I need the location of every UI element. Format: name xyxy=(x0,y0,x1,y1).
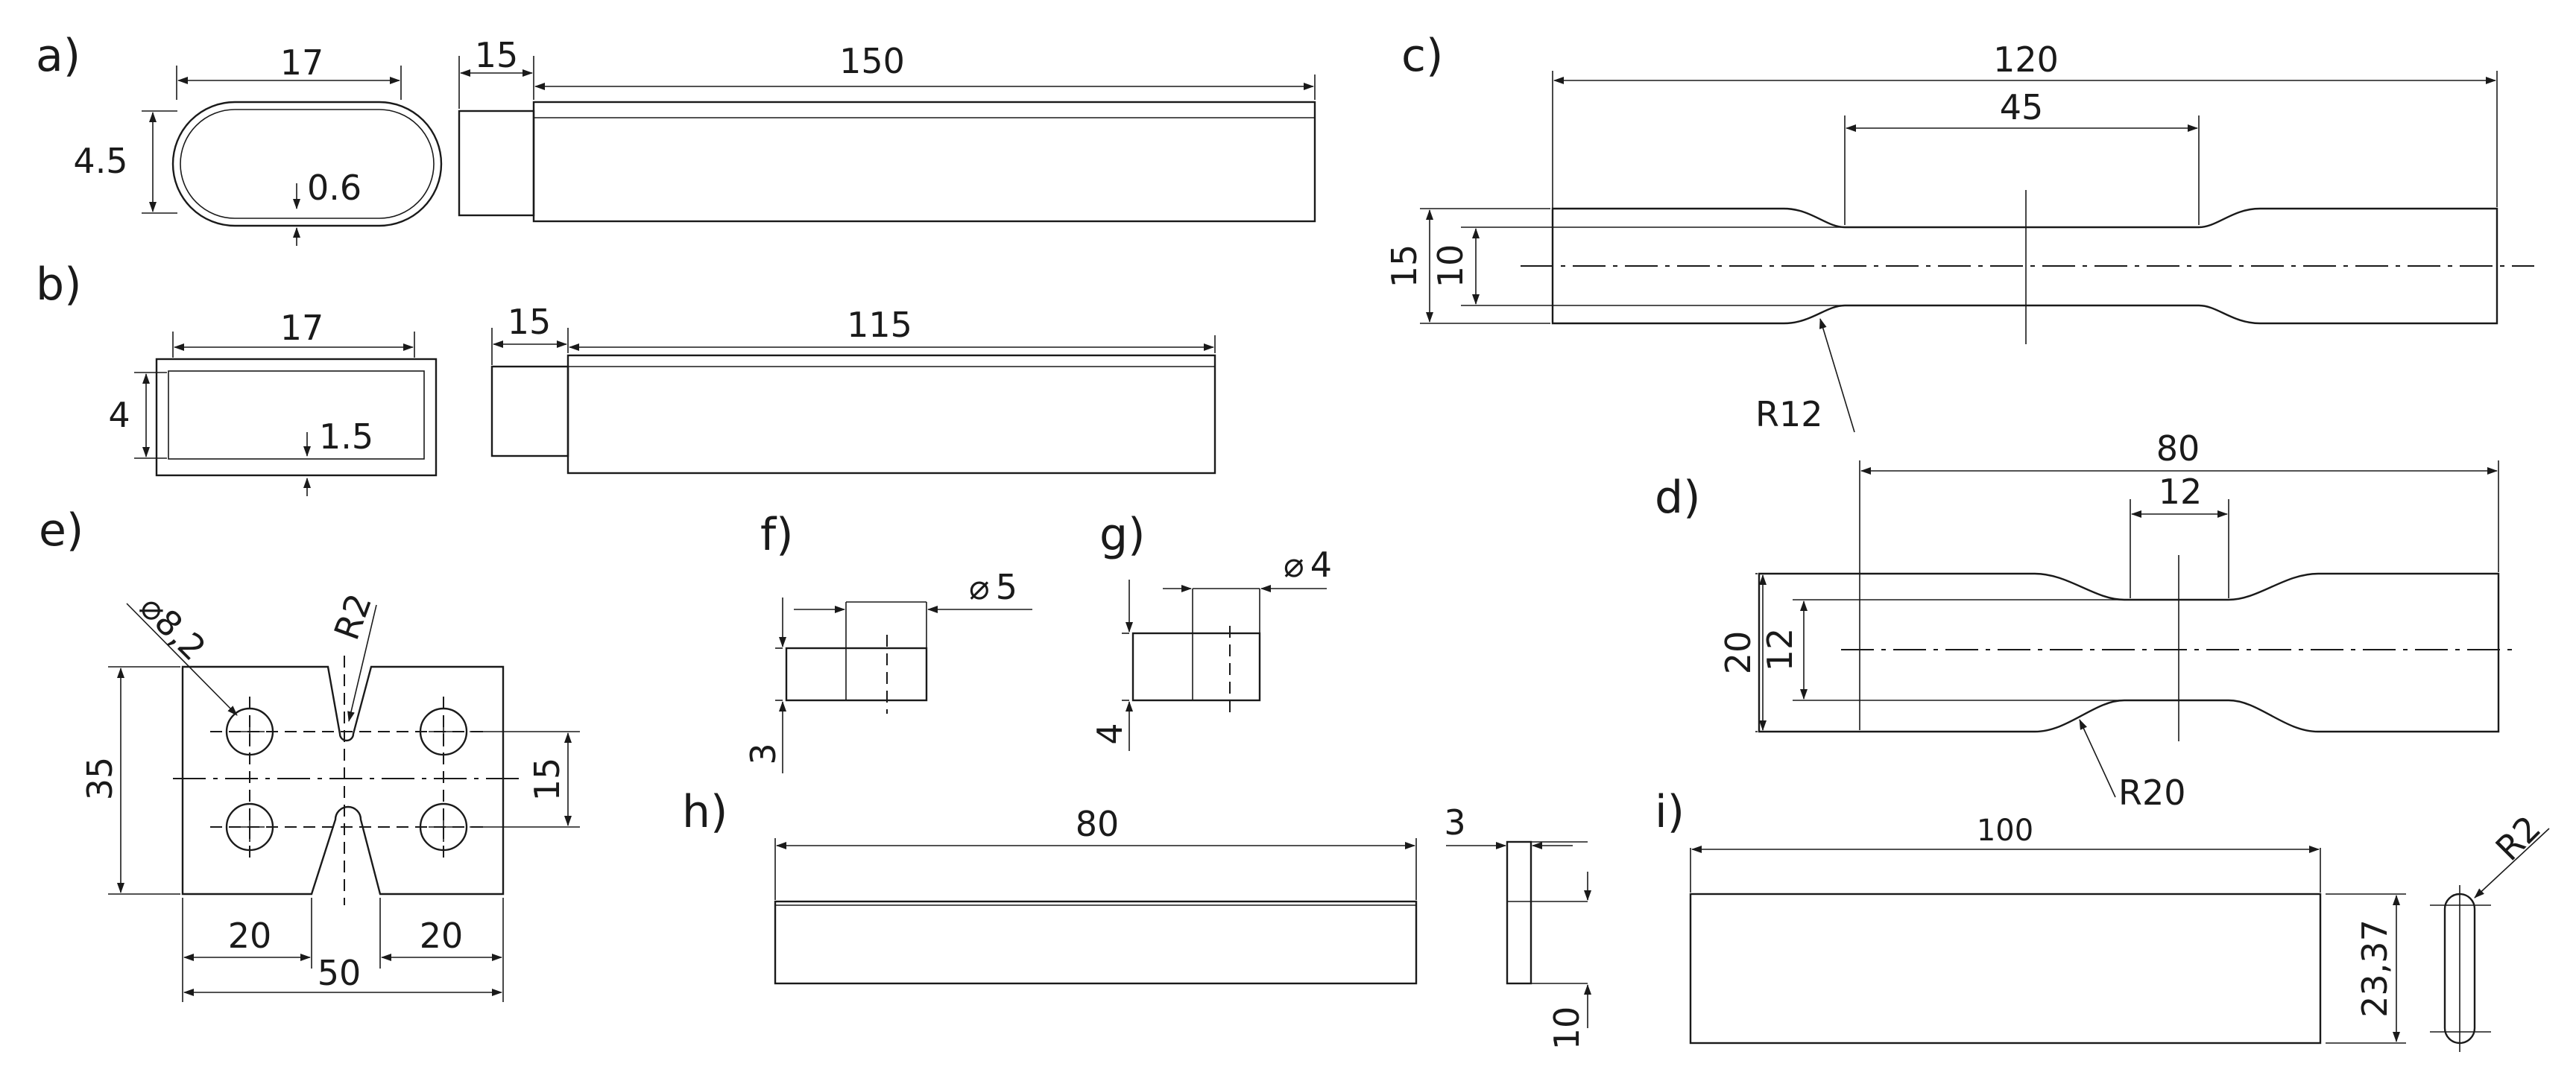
d-radius-text: R20 xyxy=(2118,773,2186,813)
f-diameter-text: ⌀5 xyxy=(969,567,1017,607)
e-hole-leader xyxy=(126,603,238,716)
b-grip xyxy=(490,365,569,457)
h-height-text: 10 xyxy=(1547,1007,1587,1050)
e-pitch-text: 15 xyxy=(527,758,567,802)
c-specimen-outline xyxy=(1551,207,2498,325)
i-height-text: 23,37 xyxy=(2355,919,2395,1018)
h-end-view xyxy=(1506,840,1532,985)
e-plate-outline xyxy=(181,665,505,896)
panel-f: f) ⌀5 3 xyxy=(743,509,1032,773)
c-radius-text: R12 xyxy=(1755,394,1823,434)
d-width-text: 20 xyxy=(1718,631,1758,675)
d-specimen-outline xyxy=(1758,572,2500,733)
panel-g: g) ⌀4 4 xyxy=(1090,509,1332,751)
a-wall-text: 0.6 xyxy=(307,168,362,208)
panel-d-label: d) xyxy=(1655,472,1701,524)
a-width-text: 17 xyxy=(280,42,324,83)
b-grip-text: 15 xyxy=(508,302,552,342)
panel-a-label: a) xyxy=(36,30,80,82)
panel-a: a) 17 4.5 0.6 15 150 xyxy=(36,30,1316,246)
panel-c: c) 120 45 15 10 R12 xyxy=(1384,30,2534,434)
a-section-inner xyxy=(180,109,435,219)
i-length-text: 100 xyxy=(1977,814,2033,848)
a-height-text: 4.5 xyxy=(73,141,127,181)
a-body xyxy=(532,101,1316,223)
d-neck-text: 12 xyxy=(1760,628,1800,672)
panel-i: i) 100 23,37 R2 xyxy=(1655,786,2550,1052)
g-body xyxy=(1131,632,1261,702)
panel-b: b) 17 4 1.5 15 115 xyxy=(36,259,1216,496)
panel-i-label: i) xyxy=(1655,786,1685,838)
b-section-outer xyxy=(155,358,438,477)
d-overall-text: 80 xyxy=(2156,428,2200,469)
e-notch-text: R2 xyxy=(326,589,380,645)
a-length-text: 150 xyxy=(839,41,905,81)
h-body xyxy=(774,900,1418,985)
e-overall-text: 50 xyxy=(318,953,362,993)
e-height-text: 35 xyxy=(80,757,120,801)
a-section-outer xyxy=(171,101,443,227)
d-gauge-text: 12 xyxy=(2159,472,2203,512)
panel-e-label: e) xyxy=(39,504,83,557)
h-length-text: 80 xyxy=(1076,804,1120,844)
panel-h-label: h) xyxy=(682,786,727,838)
c-gauge-text: 45 xyxy=(2000,87,2044,127)
b-body xyxy=(566,354,1216,475)
a-grip-text: 15 xyxy=(475,35,519,75)
panel-f-label: f) xyxy=(760,509,794,561)
f-body xyxy=(785,647,928,702)
b-height-text: 4 xyxy=(108,395,130,435)
panel-h: h) 80 3 10 xyxy=(682,786,1591,1050)
c-radius-leader xyxy=(1819,318,1855,433)
h-thickness-text: 3 xyxy=(1444,802,1465,843)
panel-c-label: c) xyxy=(1401,30,1443,82)
d-radius-leader xyxy=(2079,719,2116,798)
b-wall-text: 1.5 xyxy=(319,416,373,457)
c-width-text: 15 xyxy=(1384,244,1424,288)
a-grip xyxy=(458,110,535,217)
i-radius-text: R2 xyxy=(2488,808,2548,868)
i-radius-leader xyxy=(2474,828,2550,899)
panel-d: d) 80 12 20 12 R20 xyxy=(1655,428,2519,813)
g-diameter-text: ⌀4 xyxy=(1284,545,1332,585)
e-notch-leader xyxy=(347,604,377,722)
i-body xyxy=(1689,893,2322,1045)
f-height-text: 3 xyxy=(743,743,783,764)
b-width-text: 17 xyxy=(280,308,324,348)
c-overall-text: 120 xyxy=(1993,39,2059,80)
panel-g-label: g) xyxy=(1099,509,1146,561)
g-height-text: 4 xyxy=(1090,723,1130,744)
e-hole-text: ⌀8,2 xyxy=(132,587,214,669)
b-section-inner xyxy=(168,370,425,460)
b-length-text: 115 xyxy=(847,305,912,345)
c-neck-text: 10 xyxy=(1430,244,1471,288)
e-right-text: 20 xyxy=(420,916,464,956)
e-left-text: 20 xyxy=(228,916,272,956)
panel-e: e) ⌀8,2 R2 35 15 20 xyxy=(39,504,580,1002)
panel-b-label: b) xyxy=(36,259,82,311)
